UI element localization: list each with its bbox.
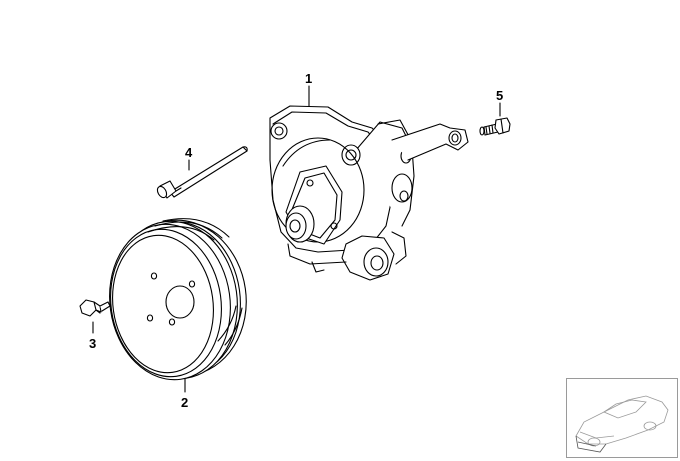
leader-lines [92, 85, 501, 393]
pulley-part [109, 218, 247, 381]
callout-long-bolt: 4 [185, 145, 193, 160]
vehicle-thumbnail [566, 378, 678, 458]
bracket-bolt-part [479, 117, 511, 136]
car-silhouette-icon [575, 395, 669, 453]
callout-bracket-bolt: 5 [496, 88, 504, 103]
pulley-bolt-part [79, 299, 111, 317]
callout-pulley: 2 [181, 395, 189, 410]
callout-pump: 1 [305, 71, 313, 86]
long-bolt-part [156, 146, 248, 199]
pump-part [269, 105, 469, 281]
callout-pulley-bolt: 3 [89, 336, 97, 351]
